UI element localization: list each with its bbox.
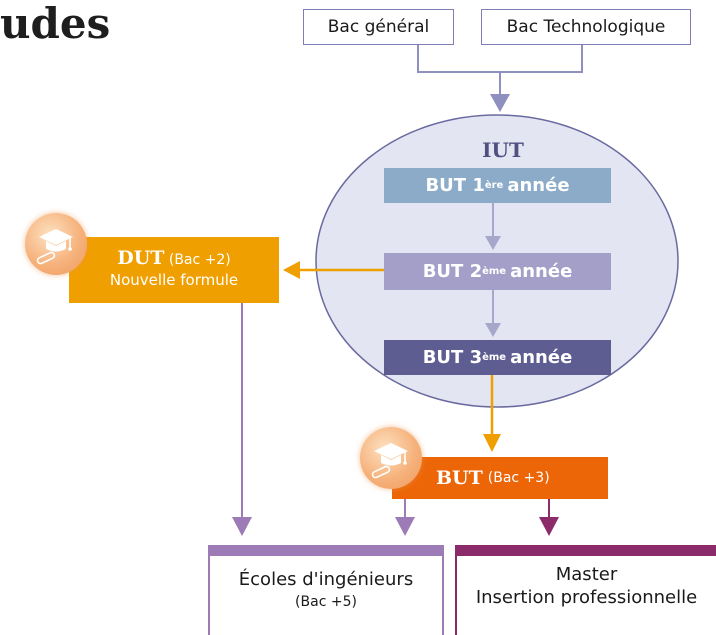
but-year-1-prefix: BUT 1: [425, 175, 485, 196]
but-diploma-name: BUT: [436, 467, 483, 489]
master-box: Master Insertion professionnelle: [455, 545, 716, 635]
master-label: Master: [555, 564, 618, 585]
insertion-label: Insertion professionnelle: [475, 587, 698, 608]
graduation-medal-icon: [360, 427, 422, 489]
but-year-1-suffix: année: [507, 175, 570, 196]
but-year-2-suffix: année: [510, 261, 573, 282]
bac-to-iut-arrowhead: [490, 94, 510, 112]
dut-subtitle: Nouvelle formule: [109, 271, 239, 289]
year2-to-dut-arrowhead: [283, 261, 300, 279]
but-year-3-suffix: année: [510, 347, 573, 368]
but-year-2-prefix: BUT 2: [422, 261, 483, 282]
ecoles-ingenieurs-box: Écoles d'ingénieurs (Bac +5): [208, 545, 444, 635]
bac-technologique-label: Bac Technologique: [506, 17, 666, 37]
bac-general-label: Bac général: [327, 17, 430, 37]
bac-merge-line: [417, 45, 583, 73]
bac-general-box: Bac général: [303, 9, 454, 45]
dut-level: (Bac +2): [168, 252, 231, 268]
iut-label: IUT: [482, 138, 524, 162]
graduation-medal-icon: [25, 213, 87, 275]
dut-to-ecoles-arrowhead: [232, 517, 252, 536]
but-to-ecoles-arrowhead: [395, 517, 415, 536]
dut-heading: DUT (Bac +2): [69, 247, 279, 269]
but-diploma-box: BUT (Bac +3): [392, 457, 608, 499]
dut-box: DUT (Bac +2) Nouvelle formule: [69, 237, 279, 303]
year3-to-but-arrowhead: [483, 434, 501, 452]
ecoles-level: (Bac +5): [295, 594, 357, 610]
but-to-master-arrowhead: [539, 517, 559, 536]
year1-to-year2-arrowhead: [485, 236, 501, 250]
but-year-3-sup: ème: [482, 352, 507, 363]
but-year-1-sup: ère: [484, 180, 504, 191]
ecoles-label: Écoles d'ingénieurs: [238, 569, 414, 590]
bac-technologique-box: Bac Technologique: [481, 9, 691, 45]
year2-to-year3-arrowhead: [485, 323, 501, 337]
page-title: udes: [0, 0, 111, 48]
but-year-2-sup: ème: [482, 266, 507, 277]
dut-name: DUT: [117, 247, 165, 269]
but-year-3-prefix: BUT 3: [422, 347, 483, 368]
but-diploma-level: (Bac +3): [487, 470, 550, 486]
